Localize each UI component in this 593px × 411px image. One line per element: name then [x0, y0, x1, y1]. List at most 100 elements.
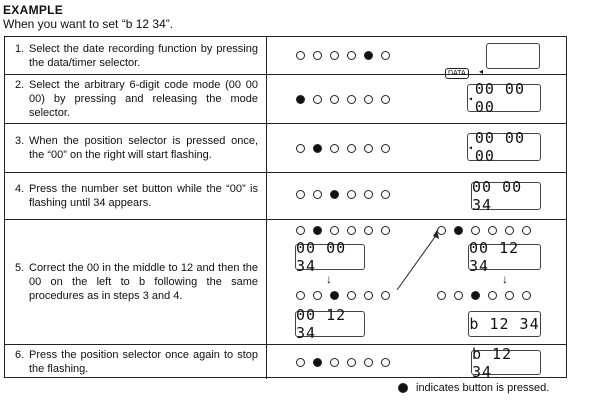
button-dot: [381, 226, 390, 235]
lcd-display: 00 00 34: [295, 239, 365, 275]
lcd-display-blank: [486, 43, 540, 69]
pressed-button-dot: [313, 144, 322, 153]
step-row-1: 1. Select the date recording function by …: [5, 37, 566, 79]
diagonal-arrow-icon: [396, 230, 439, 291]
button-dot: [347, 51, 356, 60]
button-row: [296, 51, 390, 60]
button-dot: [313, 51, 322, 60]
button-dot: [296, 226, 305, 235]
button-dot: [488, 226, 497, 235]
legend-text: indicates button is pressed.: [416, 382, 550, 394]
button-dot: [347, 144, 356, 153]
example-heading: EXAMPLE: [3, 3, 64, 17]
button-dot: [313, 95, 322, 104]
button-dot: [330, 144, 339, 153]
data-button-label: DATA: [445, 68, 469, 79]
button-dot: [522, 291, 531, 300]
lcd-display: 00 12 34: [468, 239, 541, 275]
button-dot: [347, 226, 356, 235]
lcd-display: 00 12 34: [295, 306, 365, 342]
button-row: [296, 144, 390, 153]
button-dot: [364, 358, 373, 367]
step-text: Select the arbitrary 6-digit code mode (…: [29, 79, 258, 119]
button-dot: [381, 358, 390, 367]
pressed-button-dot: [364, 51, 373, 60]
pressed-button-dot: [330, 291, 339, 300]
step-number: 6.: [15, 349, 25, 361]
down-arrow-icon: ↓: [502, 272, 508, 286]
button-dot: [381, 144, 390, 153]
pressed-button-dot: [296, 95, 305, 104]
down-arrow-icon: ↓: [326, 272, 332, 286]
button-dot: [488, 291, 497, 300]
button-dot: [364, 190, 373, 199]
step-number: 4.: [15, 183, 25, 195]
step-text: Select the date recording function by pr…: [29, 42, 258, 69]
button-dot: [296, 144, 305, 153]
instruction-table: 1. Select the date recording function by …: [4, 36, 567, 381]
button-dot: [437, 291, 446, 300]
lcd-display: ◂00 00 00: [467, 80, 541, 116]
step-text: When the position selector is pressed on…: [29, 135, 258, 161]
button-dot: [330, 226, 339, 235]
button-dot: [296, 358, 305, 367]
button-dot: [505, 291, 514, 300]
button-row: [296, 190, 390, 199]
button-dot: [381, 95, 390, 104]
lcd-display: b 12 34: [471, 345, 541, 381]
button-dot: [347, 358, 356, 367]
example-subheading: When you want to set “b 12 34”.: [3, 17, 174, 31]
step-text: Press the number set button while the “0…: [29, 183, 258, 209]
button-row: [296, 291, 390, 300]
button-dot: [471, 226, 480, 235]
button-dot: [381, 291, 390, 300]
step-text: Press the position selector once again t…: [29, 349, 258, 375]
button-dot: [454, 291, 463, 300]
button-dot: [330, 95, 339, 104]
pressed-button-dot: [454, 226, 463, 235]
button-dot: [313, 190, 322, 199]
step-number: 1.: [15, 42, 25, 55]
arrow-left-icon: ◂: [468, 142, 474, 152]
button-row: [437, 291, 531, 300]
lcd-display: ◂00 00 00: [467, 129, 541, 165]
step-row-6: 6. Press the position selector once again…: [5, 344, 566, 381]
button-dot: [330, 358, 339, 367]
button-dot: [364, 95, 373, 104]
arrow-left-icon: ◂: [479, 67, 484, 76]
button-row: [437, 226, 531, 235]
pressed-button-dot: [330, 190, 339, 199]
button-dot: [347, 291, 356, 300]
pressed-button-dot: [313, 226, 322, 235]
button-dot: [296, 291, 305, 300]
button-row: [296, 358, 390, 367]
step-number: 5.: [15, 262, 25, 274]
button-row: [296, 95, 390, 104]
button-dot: [437, 226, 446, 235]
button-row: [296, 226, 390, 235]
button-dot: [347, 95, 356, 104]
step-row-5: 5. Correct the 00 in the middle to 12 and…: [5, 219, 566, 344]
button-dot: [347, 190, 356, 199]
lcd-display: b 12 34: [468, 311, 541, 337]
pressed-button-dot: [471, 291, 480, 300]
button-dot: [364, 226, 373, 235]
lcd-display: 00 00 34: [471, 178, 541, 214]
button-dot: [296, 190, 305, 199]
legend: indicates button is pressed.: [398, 382, 549, 394]
step-number: 2.: [15, 79, 25, 91]
arrow-left-icon: ◂: [468, 93, 474, 103]
button-dot: [381, 190, 390, 199]
button-dot: [313, 291, 322, 300]
filled-dot-icon: [398, 383, 408, 393]
button-dot: [381, 51, 390, 60]
button-dot: [505, 226, 514, 235]
button-dot: [522, 226, 531, 235]
button-dot: [364, 144, 373, 153]
step-number: 3.: [15, 135, 25, 147]
button-dot: [296, 51, 305, 60]
step-row-2: 2. Select the arbitrary 6-digit code mode…: [5, 74, 566, 123]
step-row-4: 4. Press the number set button while the …: [5, 172, 566, 219]
step-text: Correct the 00 in the middle to 12 and t…: [29, 262, 258, 302]
step-row-3: 3. When the position selector is pressed …: [5, 123, 566, 172]
